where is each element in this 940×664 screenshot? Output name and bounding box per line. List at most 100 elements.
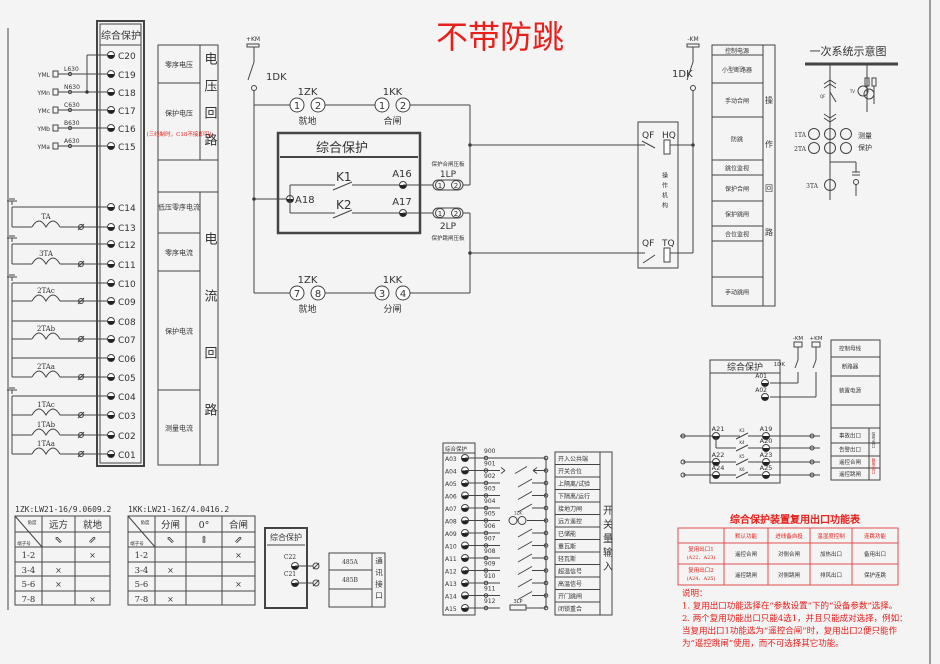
node-icon — [483, 568, 489, 573]
circuit-label: 保护电压 — [165, 109, 193, 118]
ct-coil-icon — [31, 332, 61, 340]
node-icon — [809, 433, 815, 439]
node-icon — [483, 480, 489, 486]
operation-label: 手动跳闸 — [725, 289, 749, 297]
terminal-fill — [712, 462, 720, 466]
input-label: 开关合位 — [558, 468, 582, 476]
label: A22 — [712, 451, 725, 459]
terminal-fill — [107, 454, 115, 458]
node-icon — [67, 143, 73, 149]
label: 保护 — [858, 143, 872, 152]
ct-coil-icon — [31, 294, 61, 302]
terminal-label: C17 — [118, 107, 136, 117]
ct-icon — [824, 128, 836, 140]
node-icon — [483, 468, 489, 473]
pin-icon — [451, 208, 461, 218]
handle-left-icon: ⇖ — [54, 535, 62, 546]
contact-mark: × — [55, 580, 62, 589]
pin-row: 3-4 — [135, 566, 149, 576]
label: 2 — [454, 210, 458, 218]
fuse-icon — [52, 70, 59, 78]
reuse-header: 默认功能 — [735, 532, 758, 540]
switch-contact-icon — [517, 566, 533, 575]
terminal-fill — [107, 301, 115, 305]
terminal-fill — [762, 475, 770, 479]
vt-label: YMc — [37, 108, 50, 115]
side-label-current: 电流回路 — [202, 232, 218, 460]
node-icon — [543, 580, 549, 586]
fuse-icon — [871, 77, 877, 87]
test-terminal-icon — [78, 224, 84, 230]
node-icon — [483, 543, 489, 548]
label: 复用出口1 — [688, 545, 714, 553]
pin-icon — [289, 285, 305, 301]
switch-contact-icon — [517, 528, 533, 538]
switch-contact-icon — [517, 591, 533, 600]
terminal-fill — [762, 462, 770, 466]
relay-header: 综合保护 — [101, 29, 141, 42]
label: QF — [642, 131, 654, 141]
node-icon — [543, 480, 549, 486]
label: 1DK — [774, 362, 786, 368]
terminal-label: C18 — [118, 89, 136, 99]
wire-number: 905 — [484, 511, 496, 518]
output-contact-icon — [735, 444, 749, 452]
mechanism-label: 操作机构 — [661, 171, 668, 212]
pin-icon — [395, 285, 411, 301]
wire-number: 901 — [484, 461, 496, 468]
node-icon — [483, 555, 489, 561]
ct-icon — [840, 142, 852, 154]
output-relay-box — [709, 359, 781, 484]
input-terminal: A03 — [445, 456, 457, 463]
vt-label: YMb — [36, 126, 50, 133]
handle-right-icon: ⇗ — [234, 535, 242, 546]
terminal-fill — [461, 495, 469, 500]
terminal-fill — [712, 475, 720, 479]
ct-label: 3TA — [39, 250, 54, 258]
qf-contact-icon — [641, 140, 656, 149]
pin-number: 7 — [294, 289, 300, 300]
label: 3TA — [806, 183, 818, 190]
ct-label: 2TAa — [37, 363, 55, 371]
label: 综合保护 — [270, 532, 302, 542]
terminal-fill — [762, 436, 770, 440]
node-icon — [67, 89, 73, 95]
node-icon — [483, 530, 489, 536]
input-label: 已储能 — [558, 530, 576, 538]
terminal-fill — [461, 545, 469, 549]
terminal-fill — [399, 213, 407, 217]
switch-contact-icon — [517, 578, 533, 588]
ct-label: 1TAc — [37, 401, 55, 409]
km-bus-icon — [246, 43, 260, 48]
switch-position-header: 0° — [199, 520, 210, 531]
switch-position-header: 分闸 — [161, 519, 180, 531]
terminal-fill — [461, 570, 469, 574]
km-bus-icon — [686, 43, 700, 48]
zk-table — [14, 515, 111, 606]
switch-name: 1KK — [383, 275, 403, 286]
terminal-label: C20 — [118, 52, 136, 62]
terminal-fill — [461, 583, 469, 587]
pin-row: 5-6 — [135, 580, 149, 590]
pin-row: 7-8 — [135, 595, 149, 605]
terminal-label: C22 — [284, 554, 296, 561]
terminal-fill — [291, 583, 299, 587]
k1-contact-icon — [332, 181, 353, 191]
node-icon — [543, 593, 549, 598]
ct-label: 2TAc — [37, 287, 55, 295]
note-line: 当复用出口1功能选为“遥控合闸”时，复用出口2便只能作 — [682, 626, 898, 637]
terminal-label: C04 — [118, 393, 136, 403]
label: -KM — [687, 36, 698, 43]
qf-contact-icon — [642, 254, 656, 264]
pin-icon — [374, 285, 390, 301]
reuse-cell: 对侧跳闸 — [778, 571, 800, 579]
terminal-fill — [461, 558, 469, 562]
note-line: 2. 两个复用功能出口只能4选1，并且只能成对选择，例如： — [682, 613, 908, 624]
relay-header: 综合保护 — [316, 141, 368, 156]
reuse-table — [677, 527, 899, 586]
wire-number: 903 — [484, 486, 496, 493]
wire — [14, 515, 43, 548]
test-terminal-icon — [78, 374, 84, 380]
fuse-icon — [52, 124, 59, 132]
input-label: 远方遥控 — [558, 518, 582, 526]
